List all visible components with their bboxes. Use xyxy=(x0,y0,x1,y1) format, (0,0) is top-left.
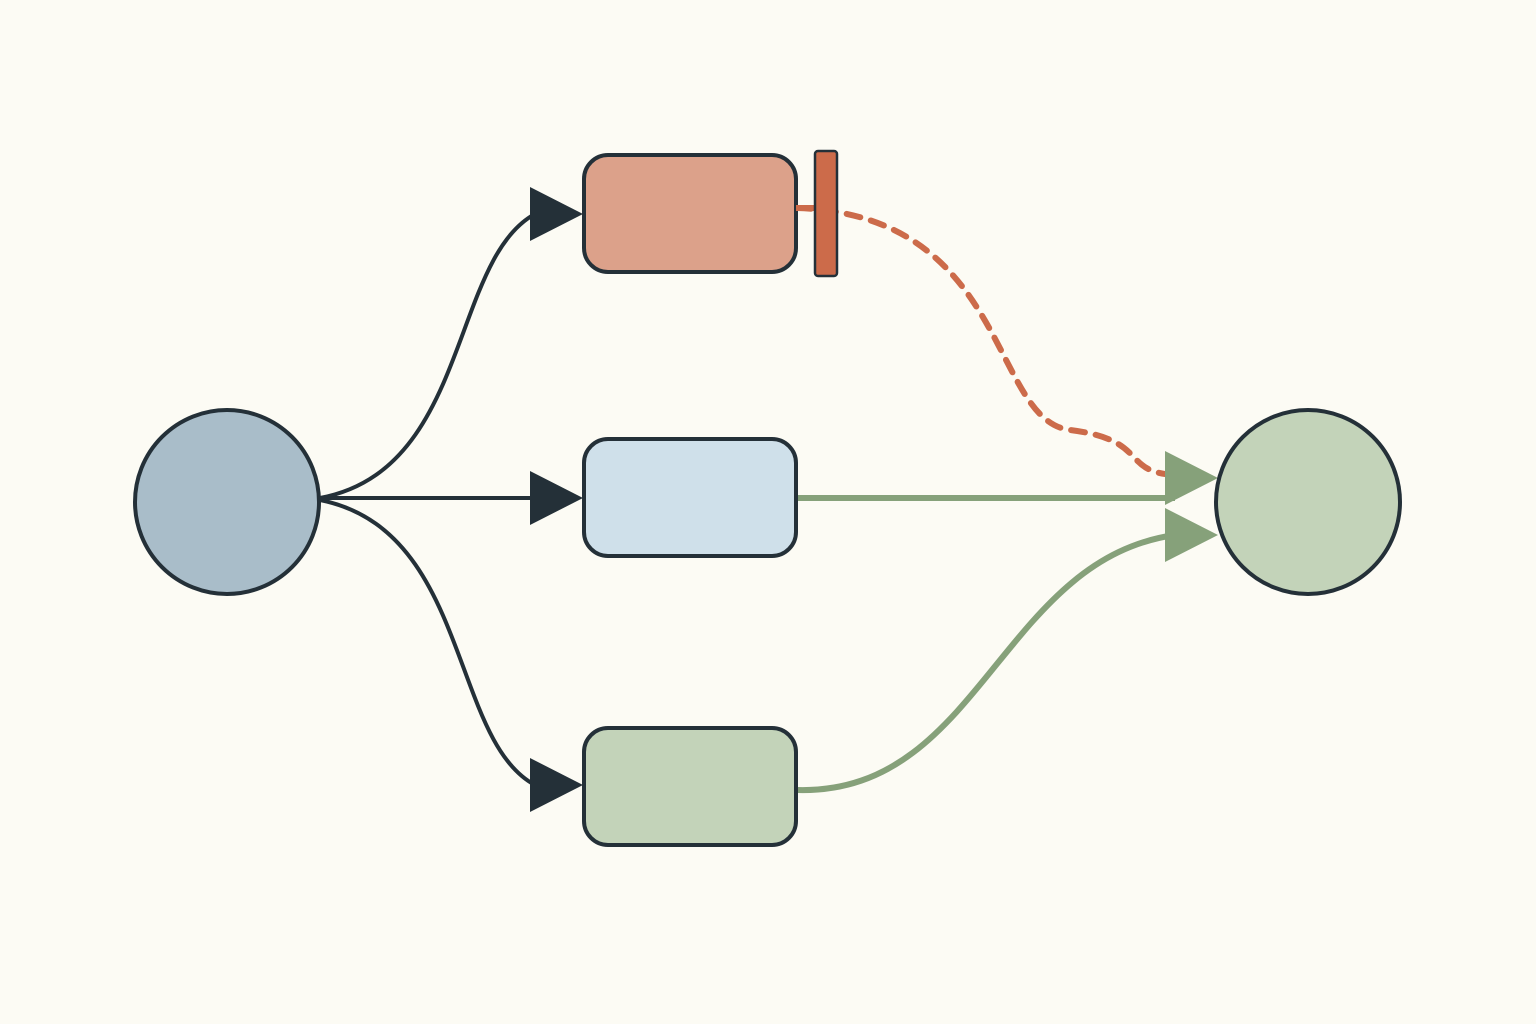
inhibited-node xyxy=(582,153,798,274)
neutral-node xyxy=(582,437,798,558)
inhibitor-bar-stub xyxy=(796,205,816,211)
arrowhead-to-inhibited xyxy=(530,187,583,241)
arrowhead-to-neutral xyxy=(530,471,583,525)
inhibitor-bar xyxy=(813,149,839,278)
activator-node xyxy=(582,726,798,847)
edge-activator-to-target xyxy=(796,532,1176,794)
source-node xyxy=(133,408,321,596)
arrowhead-to-activator xyxy=(530,758,583,812)
edge-inhibited-to-target xyxy=(794,205,1178,478)
edge-source-to-activator xyxy=(319,498,536,787)
arrowhead-neutral-to-target xyxy=(1165,451,1218,505)
arrowhead-activator-to-target xyxy=(1165,508,1218,562)
target-node xyxy=(1214,408,1402,596)
edge-source-to-inhibited xyxy=(319,212,536,500)
